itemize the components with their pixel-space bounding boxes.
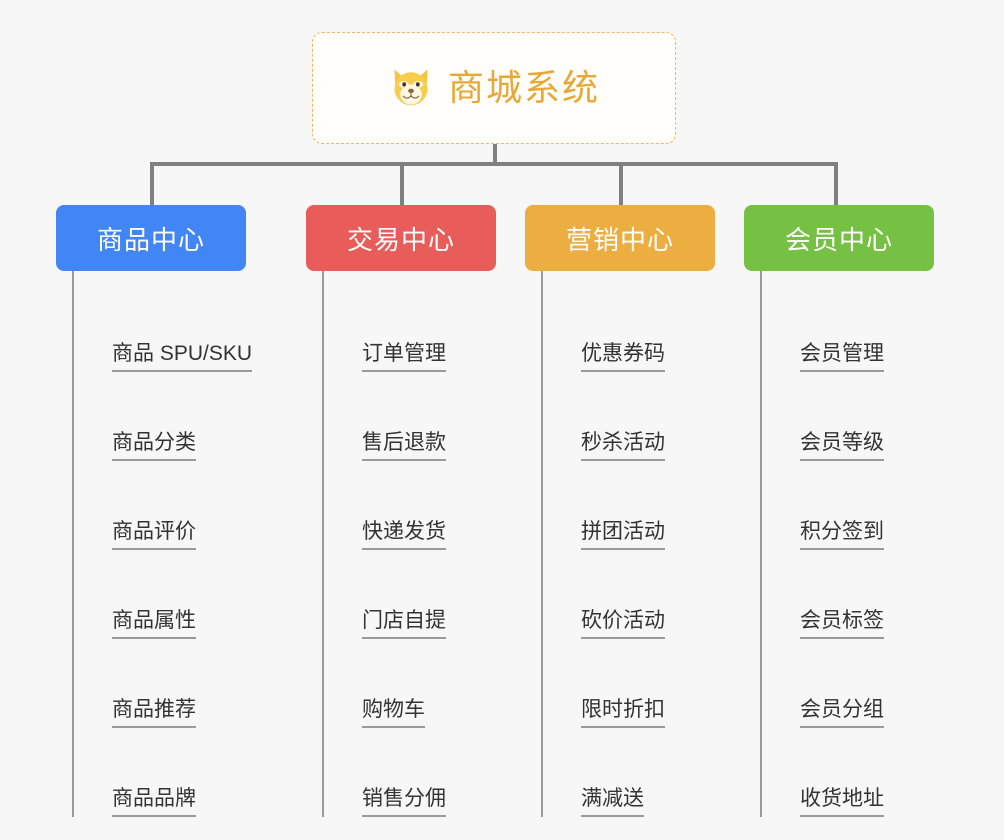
- category-label: 营销中心: [565, 224, 674, 255]
- leaf-label: 销售分佣: [362, 787, 446, 817]
- leaf-label: 商品推荐: [112, 698, 196, 728]
- list-item[interactable]: 商品属性: [74, 550, 246, 639]
- category-header-marketing[interactable]: 营销中心: [525, 205, 715, 271]
- leaf-label: 会员管理: [800, 342, 884, 372]
- leaf-label: 积分签到: [800, 520, 884, 550]
- leaf-label: 快递发货: [362, 520, 446, 550]
- list-item[interactable]: 销售分佣: [324, 728, 496, 817]
- leaf-label: 会员分组: [800, 698, 884, 728]
- list-item[interactable]: 优惠券码: [543, 283, 715, 372]
- list-item[interactable]: 商品品牌: [74, 728, 246, 817]
- category-header-member[interactable]: 会员中心: [744, 205, 934, 271]
- category-header-product[interactable]: 商品中心: [56, 205, 246, 271]
- list-item[interactable]: 售后退款: [324, 372, 496, 461]
- leaf-label: 订单管理: [362, 342, 446, 372]
- root-title: 商城系统: [447, 67, 600, 108]
- leaf-label: 秒杀活动: [581, 431, 665, 461]
- category-column-trade: 交易中心 订单管理 售后退款 快递发货 门店自提 购物车 销售分佣: [306, 205, 496, 817]
- leaf-label: 拼团活动: [581, 520, 665, 550]
- list-item[interactable]: 购物车: [324, 639, 496, 728]
- leaf-label: 门店自提: [362, 609, 446, 639]
- leaf-label: 商品属性: [112, 609, 196, 639]
- category-column-member: 会员中心 会员管理 会员等级 积分签到 会员标签 会员分组 收货地址: [744, 205, 934, 817]
- leaf-label: 优惠券码: [581, 342, 665, 372]
- list-item[interactable]: 会员等级: [762, 372, 934, 461]
- leaf-label: 满减送: [581, 787, 644, 817]
- leaf-list-marketing: 优惠券码 秒杀活动 拼团活动 砍价活动 限时折扣 满减送: [541, 271, 715, 817]
- list-item[interactable]: 满减送: [543, 728, 715, 817]
- list-item[interactable]: 商品 SPU/SKU: [74, 283, 253, 372]
- category-label: 交易中心: [346, 224, 455, 255]
- leaf-label: 会员等级: [800, 431, 884, 461]
- category-column-marketing: 营销中心 优惠券码 秒杀活动 拼团活动 砍价活动 限时折扣 满减送: [525, 205, 715, 817]
- leaf-list-trade: 订单管理 售后退款 快递发货 门店自提 购物车 销售分佣: [322, 271, 496, 817]
- list-item[interactable]: 限时折扣: [543, 639, 715, 728]
- category-label: 会员中心: [784, 224, 893, 255]
- dog-face-icon: [394, 69, 428, 106]
- list-item[interactable]: 积分签到: [762, 461, 934, 550]
- list-item[interactable]: 快递发货: [324, 461, 496, 550]
- leaf-label: 限时折扣: [581, 698, 665, 728]
- leaf-label: 会员标签: [800, 609, 884, 639]
- list-item[interactable]: 收货地址: [762, 728, 934, 817]
- root-node-shop-system[interactable]: 商城系统: [312, 32, 676, 144]
- list-item[interactable]: 会员分组: [762, 639, 934, 728]
- leaf-label: 收货地址: [800, 787, 884, 817]
- leaf-label: 售后退款: [362, 431, 446, 461]
- connector-drop-1: [150, 162, 154, 205]
- connector-drop-2: [400, 162, 404, 205]
- connector-drop-4: [834, 162, 838, 205]
- list-item[interactable]: 拼团活动: [543, 461, 715, 550]
- list-item[interactable]: 砍价活动: [543, 550, 715, 639]
- leaf-label: 商品评价: [112, 520, 196, 550]
- list-item[interactable]: 商品分类: [74, 372, 246, 461]
- leaf-label: 砍价活动: [581, 609, 665, 639]
- list-item[interactable]: 订单管理: [324, 283, 496, 372]
- category-column-product: 商品中心 商品 SPU/SKU 商品分类 商品评价 商品属性 商品推荐 商品品牌: [56, 205, 253, 817]
- connector-horizontal-bus: [150, 162, 838, 166]
- leaf-label: 商品分类: [112, 431, 196, 461]
- list-item[interactable]: 商品评价: [74, 461, 246, 550]
- category-header-trade[interactable]: 交易中心: [306, 205, 496, 271]
- connector-drop-3: [619, 162, 623, 205]
- list-item[interactable]: 会员管理: [762, 283, 934, 372]
- leaf-label: 商品 SPU/SKU: [112, 342, 253, 372]
- connector-root-vertical: [493, 144, 497, 165]
- leaf-label: 购物车: [362, 698, 425, 728]
- list-item[interactable]: 秒杀活动: [543, 372, 715, 461]
- leaf-list-member: 会员管理 会员等级 积分签到 会员标签 会员分组 收货地址: [760, 271, 934, 817]
- list-item[interactable]: 商品推荐: [74, 639, 246, 728]
- list-item[interactable]: 会员标签: [762, 550, 934, 639]
- list-item[interactable]: 门店自提: [324, 550, 496, 639]
- leaf-list-product: 商品 SPU/SKU 商品分类 商品评价 商品属性 商品推荐 商品品牌: [72, 271, 253, 817]
- leaf-label: 商品品牌: [112, 787, 196, 817]
- category-label: 商品中心: [96, 224, 205, 255]
